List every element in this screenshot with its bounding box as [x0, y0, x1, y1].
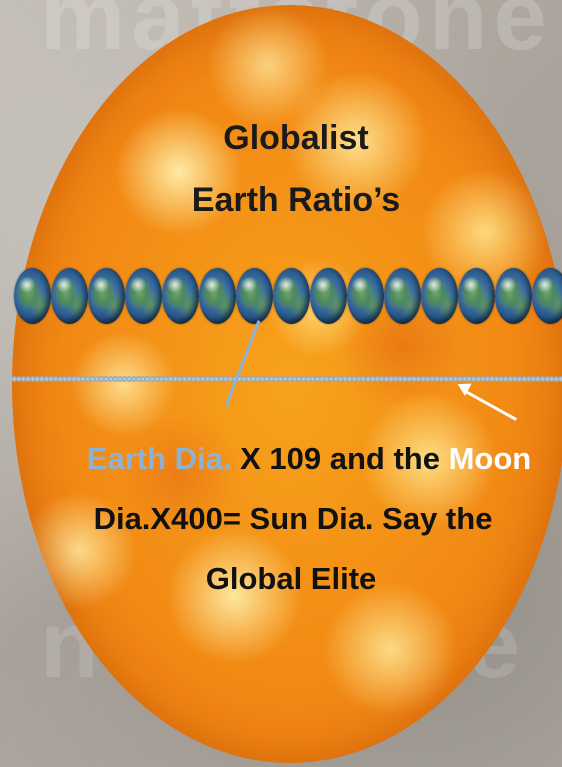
- sun-disc: Globalist Earth Ratio’s: [12, 5, 562, 763]
- earth-globe-icon: [458, 268, 495, 324]
- earth-globe-icon: [495, 268, 532, 324]
- earth-globe-icon: [421, 268, 458, 324]
- caption-line-1: Earth Dia. X 109 and the Moon: [28, 437, 562, 481]
- earth-globe-icon: [236, 268, 273, 324]
- earth-globe-icon: [51, 268, 88, 324]
- earth-globe-icon: [273, 268, 310, 324]
- earth-row: [14, 268, 562, 326]
- caption-part-1: X 109 and the: [231, 441, 449, 476]
- earth-globe-icon: [125, 268, 162, 324]
- earth-globe-icon: [384, 268, 421, 324]
- earth-globe-icon: [310, 268, 347, 324]
- title-line-1: Globalist: [223, 119, 369, 157]
- earth-globe-icon: [162, 268, 199, 324]
- earth-globe-icon: [14, 268, 51, 324]
- earth-globe-icon: [532, 268, 562, 324]
- caption-line-3: Global Elite: [205, 561, 377, 596]
- moon-row: [12, 375, 562, 383]
- caption-line-2: Dia.X400= Sun Dia. Say the: [93, 501, 493, 536]
- earth-globe-icon: [88, 268, 125, 324]
- earth-dia-label: Earth Dia.: [86, 441, 232, 476]
- moon-label: Moon: [448, 441, 532, 476]
- title-line-2: Earth Ratio’s: [191, 181, 401, 219]
- earth-globe-icon: [199, 268, 236, 324]
- earth-globe-icon: [347, 268, 384, 324]
